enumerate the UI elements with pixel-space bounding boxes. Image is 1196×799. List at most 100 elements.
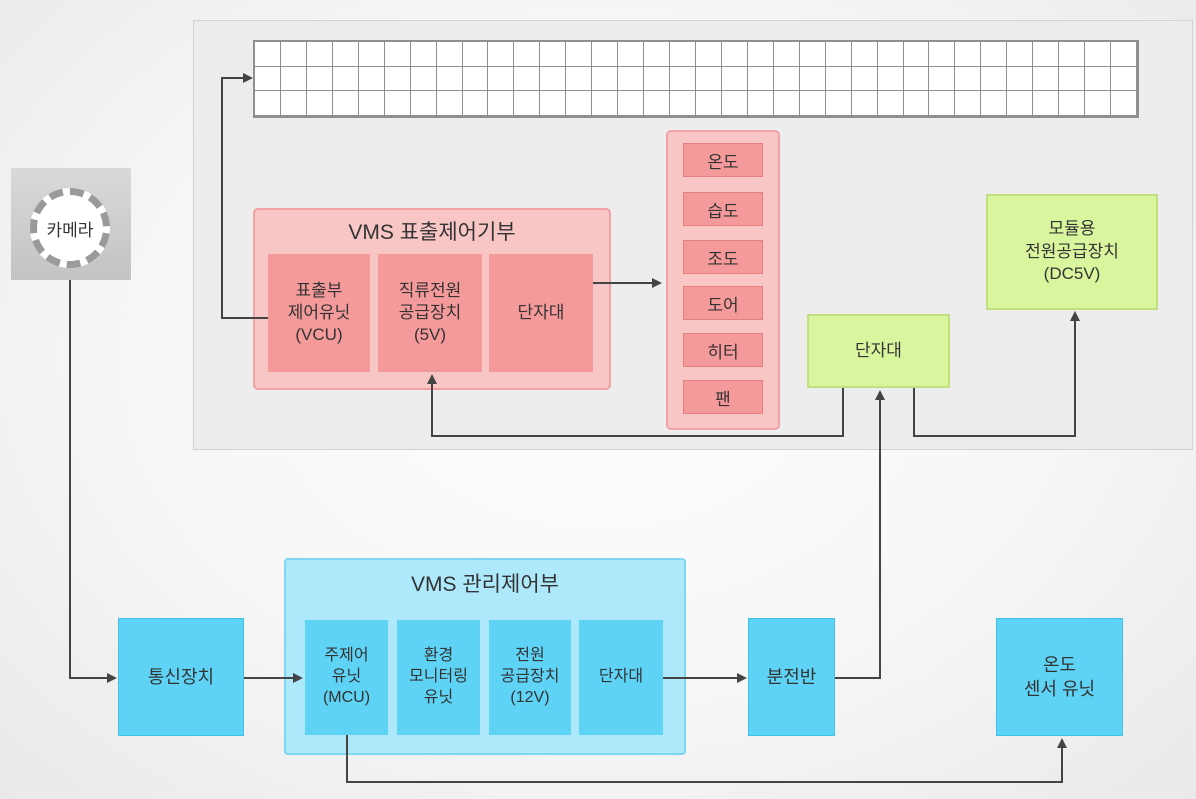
led-cell [384, 66, 411, 92]
led-cell [488, 91, 515, 116]
led-cell [825, 66, 852, 92]
led-cell [877, 66, 904, 92]
led-cell [306, 66, 333, 92]
led-cell [877, 91, 904, 116]
camera-lens-icon [30, 188, 110, 268]
temperature-sensor-unit: 온도 센서 유닛 [996, 618, 1123, 736]
led-cell [670, 91, 696, 116]
led-cell [1085, 91, 1112, 116]
led-cell [1059, 66, 1086, 92]
led-cell [747, 91, 774, 116]
led-cell [929, 42, 956, 67]
led-cell [280, 42, 307, 67]
led-cell [747, 66, 774, 92]
camera-to-comm-arrow [69, 280, 117, 683]
led-cell [644, 42, 671, 67]
led-cell [462, 66, 489, 92]
led-cell [488, 42, 515, 67]
led-cell [566, 42, 593, 67]
led-cell [1059, 91, 1086, 116]
led-cell [410, 42, 437, 67]
vcu-unit: 표출부 제어유닛 (VCU) [268, 254, 370, 372]
led-cell [773, 91, 800, 116]
management-terminal-block: 단자대 [579, 620, 663, 735]
led-cell [1007, 91, 1034, 116]
led-cell [410, 66, 437, 92]
led-cell [1059, 42, 1086, 67]
sensor-item: 팬 [683, 380, 763, 414]
led-cell [410, 91, 437, 116]
distribution-panel: 분전반 [748, 618, 835, 736]
led-cell [436, 42, 463, 67]
led-cell [955, 42, 982, 67]
led-cell [592, 42, 619, 67]
display-control-title: VMS 표출제어기부 [348, 221, 516, 244]
dc-power-supply-5v: 직류전원 공급장치 (5V) [378, 254, 482, 372]
camera-label: 카메라 [46, 220, 94, 240]
led-cell [358, 91, 385, 116]
distribution-to-terminal-arrow [835, 390, 885, 679]
environment-monitoring-unit: 환경 모니터링 유닛 [397, 620, 480, 735]
led-cell [1007, 66, 1034, 92]
led-cell [696, 42, 722, 67]
led-display-matrix [253, 40, 1139, 118]
led-cell [1033, 42, 1060, 67]
led-cell [384, 42, 411, 67]
led-cell [618, 42, 645, 67]
terminal-to-5v-arrow [427, 374, 844, 437]
led-cell [332, 66, 359, 92]
led-cell [773, 66, 800, 92]
led-cell [851, 91, 878, 116]
led-cell [384, 91, 411, 116]
led-cell [696, 91, 722, 116]
led-cell [618, 91, 645, 116]
led-cell [618, 66, 645, 92]
led-cell [644, 66, 671, 92]
led-cell [332, 91, 359, 116]
led-cell [1111, 42, 1137, 67]
sensor-item: 조도 [683, 240, 763, 274]
sensor-item: 히터 [683, 333, 763, 367]
led-cell [566, 91, 593, 116]
led-cell [799, 42, 826, 67]
sensor-item: 도어 [683, 286, 763, 320]
led-cell [436, 91, 463, 116]
management-control-title: VMS 관리제어부 [411, 573, 559, 596]
led-cell [306, 42, 333, 67]
led-cell [255, 91, 281, 116]
led-cell [644, 91, 671, 116]
led-cell [358, 66, 385, 92]
led-cell [1111, 66, 1137, 92]
led-cell [592, 66, 619, 92]
led-cell [332, 42, 359, 67]
led-cell [514, 66, 541, 92]
led-cell [851, 42, 878, 67]
led-cell [514, 91, 541, 116]
led-cell [280, 91, 307, 116]
led-cell [929, 66, 956, 92]
led-cell [903, 91, 930, 116]
led-cell [540, 42, 567, 67]
led-cell [747, 42, 774, 67]
led-cell [280, 66, 307, 92]
module-power-supply: 모듈용 전원공급장치 (DC5V) [986, 194, 1158, 310]
led-cell [462, 91, 489, 116]
led-cell [851, 66, 878, 92]
mcu-unit: 주제어 유닛 (MCU) [305, 620, 388, 735]
led-cell [514, 42, 541, 67]
led-cell [981, 42, 1008, 67]
led-cell [981, 91, 1008, 116]
led-cell [566, 66, 593, 92]
led-cell [929, 91, 956, 116]
led-cell [955, 91, 982, 116]
sensor-item: 온도 [683, 143, 763, 177]
led-cell [903, 66, 930, 92]
display-terminal-block: 단자대 [489, 254, 593, 372]
led-cell [462, 42, 489, 67]
led-cell [825, 42, 852, 67]
sensor-item: 습도 [683, 192, 763, 226]
led-cell [488, 66, 515, 92]
led-cell [721, 66, 748, 92]
led-cell [903, 42, 930, 67]
led-cell [1085, 66, 1112, 92]
